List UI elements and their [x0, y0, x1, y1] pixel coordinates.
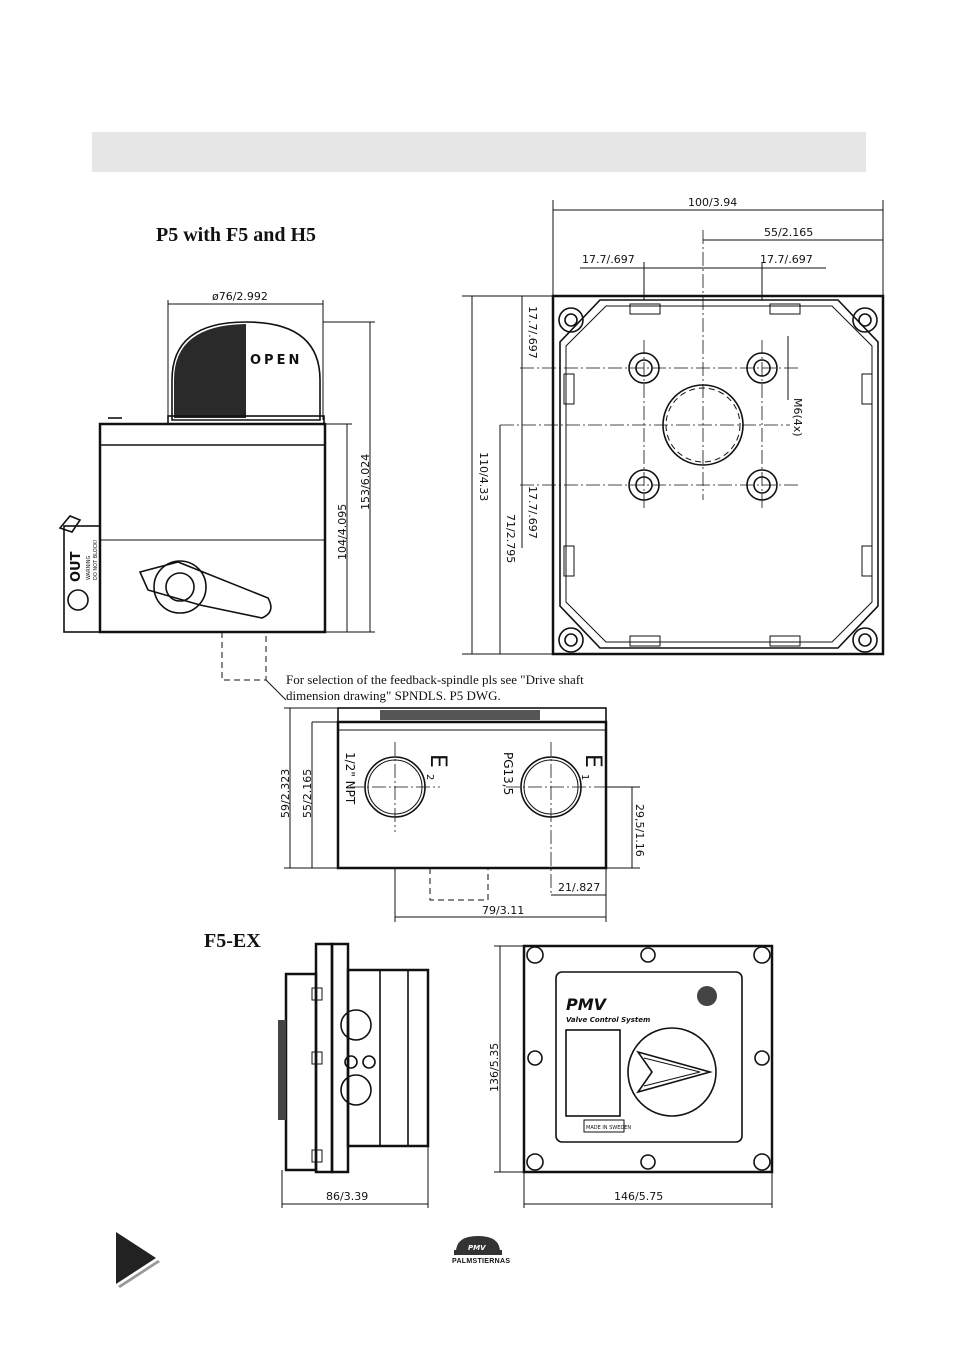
- thread-e2-label: 1/2" NPT: [343, 752, 357, 805]
- entry-e1-index: 1: [579, 774, 590, 780]
- entry-e2-letter: E: [425, 754, 450, 768]
- f5ex-brand-logo: PMV: [566, 995, 608, 1014]
- indicator-open-label: OPEN: [250, 353, 302, 368]
- footer-logo-text: PMV: [468, 1244, 486, 1252]
- front-view: E 2 E 1 1/2" NPT PG13,5 59/2.323 55/2.16…: [279, 707, 646, 922]
- dim-thread-m6: M6(4x): [791, 398, 804, 437]
- front-view-body: [336, 720, 608, 870]
- f5ex-entry-lower: [340, 1074, 372, 1106]
- feedback-spindle-note: For selection of the feedback-spindle pl…: [286, 672, 584, 703]
- top-view-outline: [551, 294, 885, 656]
- actuator-body: [98, 422, 327, 634]
- out-label-panel: OUT WARNING DO NOT BLOCK!: [58, 515, 101, 633]
- footer-brand-name: PALMSTIERNAS: [452, 1258, 511, 1265]
- dim-offset-17-upper: 17.7/.697: [526, 306, 539, 359]
- f5ex-entry-upper: [340, 1009, 372, 1041]
- next-page-arrow-icon: [116, 1232, 156, 1284]
- dim-height-110: 110/4.33: [477, 452, 490, 501]
- side-view: ø76/2.992 OPEN OUT WARNING DO NOT BLOCK!: [58, 290, 375, 701]
- thread-e1-label: PG13,5: [501, 752, 515, 795]
- dim-offset-17-left: 17.7/.697: [582, 253, 635, 266]
- indicator-dome: [171, 321, 321, 421]
- dim-height-71: 71/2.795: [504, 514, 517, 563]
- dim-diameter-76: ø76/2.992: [212, 290, 268, 303]
- f5ex-indicator-window: [627, 1027, 717, 1117]
- dim-width-100: 100/3.94: [688, 196, 737, 209]
- dim-f5ex-width-86: 86/3.39: [326, 1190, 368, 1203]
- dim-height-153: 153/6.024: [359, 454, 372, 510]
- corner-bolts: [558, 307, 878, 653]
- dim-f5ex-height-136: 136/5.35: [488, 1043, 501, 1092]
- dim-f5ex-width-146: 146/5.75: [614, 1190, 663, 1203]
- section-title-p5: P5 with F5 and H5: [156, 224, 317, 246]
- top-view: 100/3.94 55/2.165 17.7/.697 17.7/.697 M6…: [462, 196, 885, 656]
- f5ex-corner-screws: [526, 946, 771, 1171]
- entry-e1-letter: E: [580, 754, 605, 768]
- dim-entry-height-29: 29,5/1.16: [633, 804, 646, 857]
- warning-detail: DO NOT BLOCK!: [93, 540, 99, 580]
- warning-label: WARNING: [86, 555, 92, 580]
- dim-entry-offset-21: 21/.827: [558, 881, 600, 894]
- dim-height-104: 104/4.095: [336, 504, 349, 560]
- f5ex-brand-subtitle: Valve Control System: [566, 1016, 650, 1024]
- out-label: OUT: [69, 551, 84, 582]
- pmv-gear-logo-icon: [454, 1236, 502, 1255]
- dim-entry-spacing-79: 79/3.11: [482, 904, 524, 917]
- dim-offset-17-right: 17.7/.697: [760, 253, 813, 266]
- dim-offset-17-lower: 17.7/.697: [526, 486, 539, 539]
- f5ex-origin-plate: MADE IN SWEDEN: [586, 1125, 631, 1131]
- dim-width-55: 55/2.165: [764, 226, 813, 239]
- manual-override-lever: [138, 560, 272, 619]
- f5ex-front-view: PMV Valve Control System MADE IN SWEDEN …: [488, 944, 774, 1208]
- header-band: [92, 132, 866, 172]
- footer: PMV: [116, 1232, 502, 1288]
- dim-front-height-59: 59/2.323: [279, 769, 292, 818]
- section-title-f5ex: F5-EX: [204, 930, 261, 952]
- f5ex-side-view: 86/3.39: [278, 942, 430, 1208]
- entry-e2-index: 2: [424, 774, 435, 780]
- dim-front-height-55: 55/2.165: [301, 769, 314, 818]
